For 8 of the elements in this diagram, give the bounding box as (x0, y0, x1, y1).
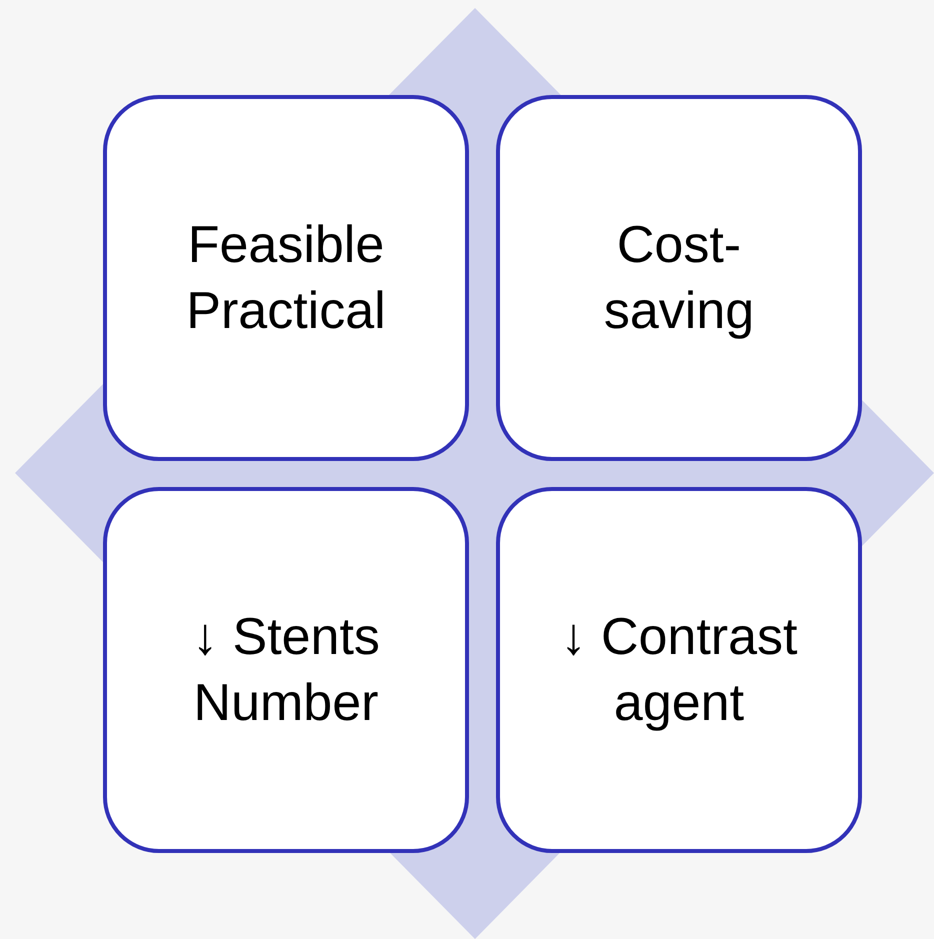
rounded-box (496, 487, 862, 853)
box-label: ↓ Contrast agent (560, 607, 798, 734)
rounded-box (103, 95, 469, 461)
box-label: ↓ Stents Number (191, 607, 381, 734)
rounded-box (496, 95, 862, 461)
box-label: Cost-saving (602, 215, 756, 342)
rounded-box (103, 487, 469, 853)
box-label: Feasible Practical (185, 215, 387, 342)
